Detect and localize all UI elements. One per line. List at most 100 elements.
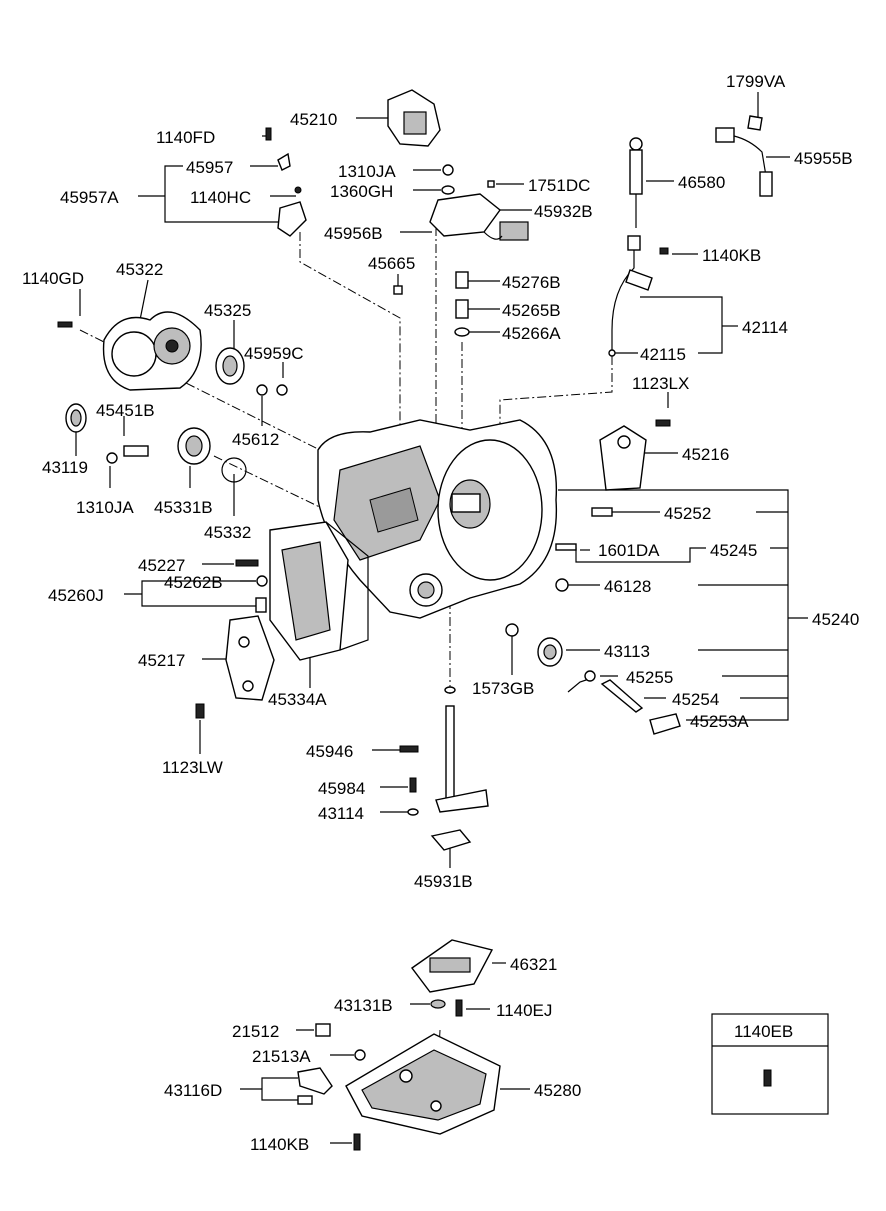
label-45665[interactable]: 45665 [368,254,415,273]
label-45334A[interactable]: 45334A [268,690,327,709]
label-1310JA-left[interactable]: 1310JA [76,498,134,517]
46321-oil-filter [411,939,494,993]
label-45946[interactable]: 45946 [306,742,353,761]
label-45254[interactable]: 45254 [672,690,719,709]
label-43114[interactable]: 43114 [318,804,364,823]
label-45216[interactable]: 45216 [682,445,729,464]
oil-dipstick [629,137,643,228]
label-45266A[interactable]: 45266A [502,324,561,343]
45216-mount-bracket [599,425,647,491]
transaxle-case [317,419,558,619]
label-45957[interactable]: 45957 [186,158,233,177]
45227-bolt-icon [235,559,259,567]
1123LX-bolt-icon [655,419,671,427]
label-45240[interactable]: 45240 [812,610,859,629]
part-labels: 1799VA 45210 1140FD 45957 45957A 1140HC … [22,72,859,1154]
label-42115[interactable]: 42115 [640,345,686,364]
1140HC-bolt-icon [294,186,302,194]
45331B-retainer [177,427,211,465]
1360GH-washer [441,185,455,195]
label-45451B[interactable]: 45451B [96,401,155,420]
label-45957A[interactable]: 45957A [60,188,119,207]
label-1140HC[interactable]: 1140HC [190,188,251,207]
label-21512[interactable]: 21512 [232,1022,279,1041]
1310JA-nut [442,164,454,176]
label-45280[interactable]: 45280 [534,1081,581,1100]
43113-oil-seal [537,637,563,667]
label-1140KB-bottom[interactable]: 1140KB [250,1135,309,1154]
label-1140GD[interactable]: 1140GD [22,269,84,288]
label-1573GB[interactable]: 1573GB [472,679,534,698]
label-43131B[interactable]: 43131B [334,996,393,1015]
label-42114[interactable]: 42114 [742,318,788,337]
label-45217[interactable]: 45217 [138,651,185,670]
label-1140KB-top[interactable]: 1140KB [702,246,761,265]
1140KB-bolt-icon [659,247,669,255]
label-45984[interactable]: 45984 [318,779,365,798]
21512-drain-plug [315,1023,331,1037]
label-1360GH[interactable]: 1360GH [330,182,393,201]
label-1123LW[interactable]: 1123LW [162,758,223,777]
label-45932B[interactable]: 45932B [534,202,593,221]
43116D-fitting-lower [297,1095,313,1105]
label-45612[interactable]: 45612 [232,430,279,449]
label-45255[interactable]: 45255 [626,668,673,687]
1573GB-plug [505,623,519,637]
label-45265B[interactable]: 45265B [502,301,561,320]
45266A-o-ring [454,327,470,337]
45612-plug [256,384,268,396]
label-1123LX[interactable]: 1123LX [632,374,689,393]
1751DC-pin [487,180,495,188]
label-45253A[interactable]: 45253A [690,712,749,731]
label-1751DC[interactable]: 1751DC [528,176,590,195]
label-45262B[interactable]: 45262B [164,573,223,592]
label-1140EJ[interactable]: 1140EJ [496,1001,552,1020]
label-1140FD[interactable]: 1140FD [156,128,215,147]
1601DA-bolt [555,543,577,551]
label-46580[interactable]: 46580 [678,173,725,192]
label-45331B[interactable]: 45331B [154,498,213,517]
label-21513A[interactable]: 21513A [252,1047,311,1066]
label-45931B[interactable]: 45931B [414,872,473,891]
45984-bolt-icon [409,777,417,793]
label-1310JA-top[interactable]: 1310JA [338,162,396,181]
label-45956B[interactable]: 45956B [324,224,383,243]
label-45245[interactable]: 45245 [710,541,757,560]
label-45955B[interactable]: 45955B [794,149,853,168]
label-45959C[interactable]: 45959C [244,344,304,363]
45260J-stud [255,597,267,613]
45957-clip [277,152,291,171]
label-46321[interactable]: 46321 [510,955,557,974]
1123LW-bolt-icon [195,703,205,719]
label-45325[interactable]: 45325 [204,301,251,320]
1310JA-left-nut [106,452,118,464]
label-1140EB[interactable]: 1140EB [734,1022,793,1041]
inhibitor-switch [429,193,529,241]
1140GD-bolt-icon [57,321,73,328]
1140EJ-bolt-icon [455,999,463,1017]
label-43119[interactable]: 43119 [42,458,88,477]
label-1799VA[interactable]: 1799VA [726,72,786,91]
label-45260J[interactable]: 45260J [48,586,104,605]
1140KB-bottom-bolt-icon [353,1133,361,1151]
label-1601DA[interactable]: 1601DA [598,541,660,560]
46128-plug [555,578,569,592]
43114-o-ring [407,808,419,816]
45334A-side-cover [269,521,369,661]
1140EB-reference-box [711,1013,829,1115]
45665-plug [393,285,403,295]
45332-o-ring [221,457,247,483]
label-43116D[interactable]: 43116D [164,1081,222,1100]
label-45252[interactable]: 45252 [664,504,711,523]
label-46128[interactable]: 46128 [604,577,651,596]
label-45227[interactable]: 45227 [138,556,185,575]
label-45210[interactable]: 45210 [290,110,337,129]
label-45332[interactable]: 45332 [204,523,251,542]
label-45322[interactable]: 45322 [116,260,163,279]
43119-oil-seal [65,403,87,433]
label-45276B[interactable]: 45276B [502,273,561,292]
label-43113[interactable]: 43113 [604,642,650,661]
45946-bolt-icon [399,745,419,753]
45959C-plug [276,384,288,396]
42115-o-ring [608,349,616,357]
